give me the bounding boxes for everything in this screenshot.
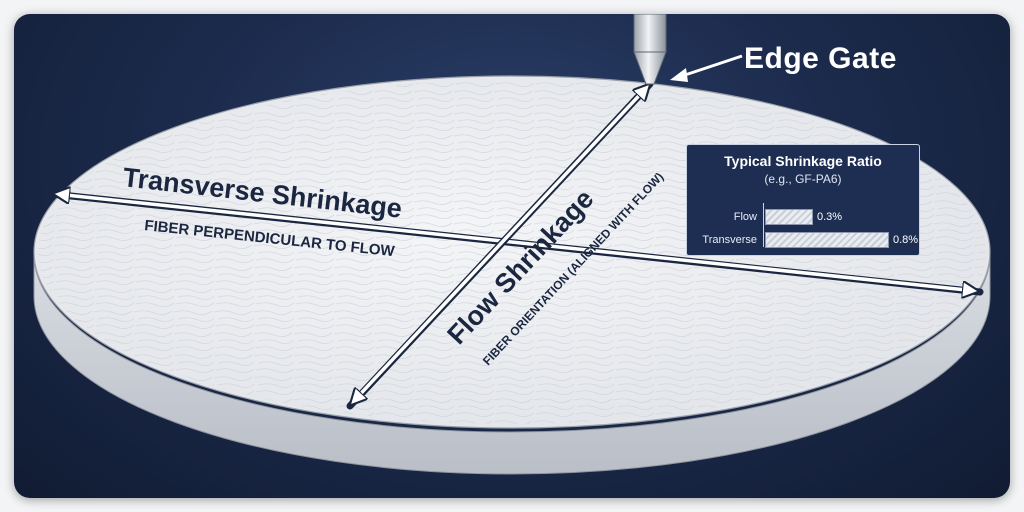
flow-arrow — [346, 80, 654, 410]
edge-gate-pointer — [670, 54, 743, 82]
injection-needle — [633, 14, 667, 85]
shrinkage-legend: Typical Shrinkage Ratio (e.g., GF-PA6) F… — [686, 144, 920, 256]
diagram-frame: Transverse Shrinkage FIBER PERPENDICULAR… — [14, 14, 1010, 498]
legend-bar-flow — [765, 209, 813, 225]
legend-row-value: 0.3% — [817, 211, 843, 223]
legend-subtitle: (e.g., GF-PA6) — [764, 172, 842, 186]
legend-bar-transverse — [765, 232, 889, 248]
legend-axis — [763, 203, 764, 247]
disc-side — [33, 253, 991, 475]
diagram-canvas: Transverse Shrinkage FIBER PERPENDICULAR… — [33, 14, 991, 475]
legend-row-label: Flow — [733, 211, 757, 223]
edge-gate-label: Edge Gate — [744, 42, 897, 75]
legend-row-value: 0.8% — [893, 234, 919, 246]
legend-row-label: Transverse — [702, 234, 757, 246]
legend-title: Typical Shrinkage Ratio — [724, 153, 882, 169]
